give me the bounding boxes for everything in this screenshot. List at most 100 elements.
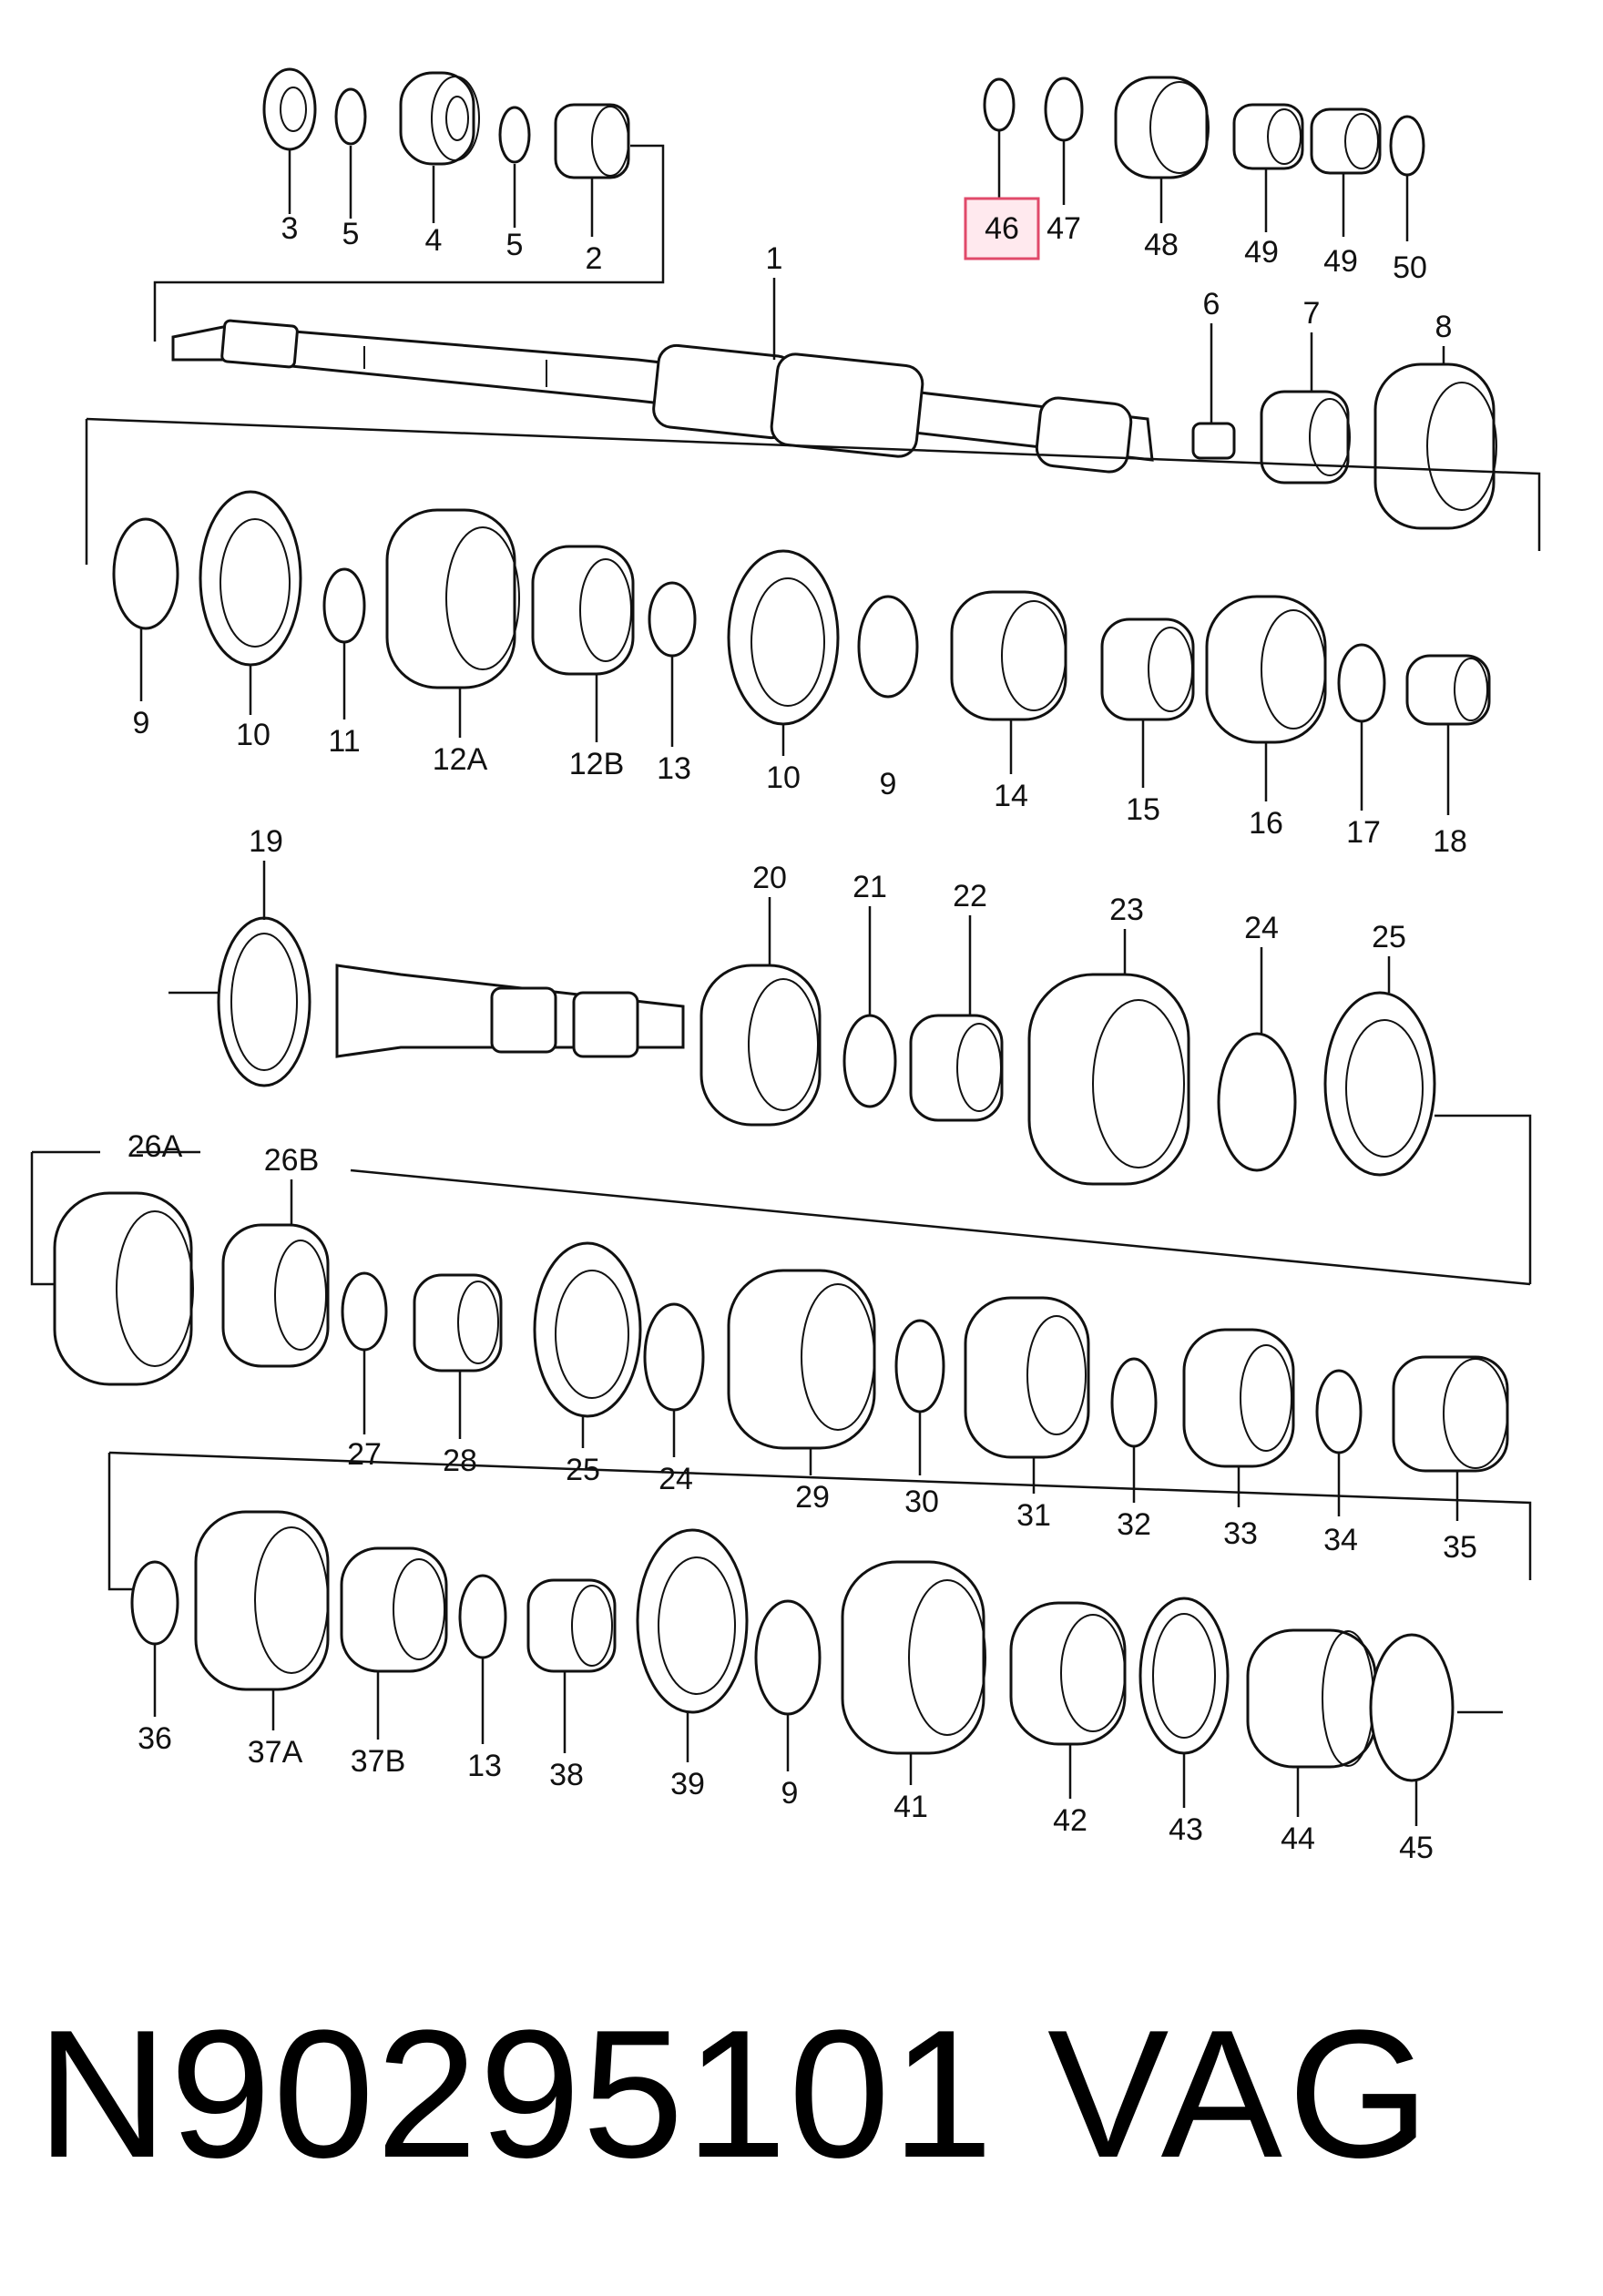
callout-20: 20	[752, 861, 787, 895]
part-12b-hub	[531, 545, 635, 676]
part-47-washer	[1044, 77, 1084, 142]
part-37a-sleeve	[194, 1510, 330, 1691]
part-17-circlip	[1337, 643, 1386, 723]
callout-47: 47	[1047, 211, 1081, 246]
callout-14: 14	[994, 779, 1028, 813]
callout-42: 42	[1053, 1803, 1087, 1838]
callout-10a: 10	[236, 718, 271, 752]
callout-34: 34	[1323, 1523, 1358, 1557]
callout-18: 18	[1433, 824, 1467, 859]
part-30-circlip	[894, 1319, 945, 1413]
callout-48: 48	[1144, 228, 1179, 262]
part-24b-circlip	[643, 1302, 705, 1412]
callout-45: 45	[1399, 1831, 1434, 1865]
part-49b-needle-bearing	[1310, 107, 1382, 175]
part-35-hub	[1392, 1355, 1509, 1473]
callout-24b: 24	[659, 1462, 693, 1496]
part-42-bearing	[1009, 1601, 1127, 1746]
part-37b-hub	[340, 1546, 448, 1673]
part-2-bush	[554, 103, 630, 179]
part-38-needle-bearing	[526, 1578, 617, 1673]
callout-32: 32	[1117, 1507, 1151, 1542]
callout-2: 2	[586, 241, 603, 276]
part-26a-sleeve	[53, 1191, 194, 1386]
part-number: N90295101	[36, 1993, 995, 2196]
callout-labels: 3 5 4 5 2 46 47 48 49 49 50 1 6 7 8 9 10…	[128, 211, 1477, 1865]
part-13a-circlip	[648, 581, 697, 658]
callout-16: 16	[1249, 806, 1283, 841]
part-14-gear	[950, 590, 1067, 721]
part-41-gear	[841, 1560, 986, 1755]
highlight-box-46	[964, 197, 1040, 260]
part-46-circlip	[983, 77, 1016, 132]
callout-13a: 13	[657, 751, 691, 786]
part-9a-circlip	[112, 517, 179, 630]
part-pinion-shaft	[335, 964, 685, 1058]
brand-name: VAG	[1047, 1993, 1435, 2196]
callout-21: 21	[853, 870, 887, 904]
callout-9a: 9	[133, 706, 150, 740]
part-16-bearing	[1205, 595, 1327, 744]
callout-8: 8	[1435, 310, 1453, 344]
part-25a-synchro-ring	[1323, 991, 1436, 1177]
callout-25b: 25	[566, 1453, 600, 1487]
footer: N90295101 VAG	[36, 1981, 1567, 2209]
part-10b-synchro-ring	[727, 549, 840, 726]
callout-26a: 26A	[128, 1129, 183, 1164]
callout-6: 6	[1203, 287, 1220, 321]
callout-38: 38	[549, 1758, 584, 1792]
callout-3: 3	[281, 211, 299, 246]
callout-36: 36	[138, 1721, 172, 1756]
part-4-bearing	[399, 71, 480, 166]
part-13b-circlip	[458, 1574, 507, 1659]
callout-4: 4	[425, 223, 443, 258]
callout-49a: 49	[1244, 235, 1279, 270]
part-21-circlip	[842, 1014, 897, 1108]
part-25b-synchro-ring	[533, 1241, 642, 1418]
part-39-synchro-ring	[636, 1528, 749, 1714]
callout-7: 7	[1303, 296, 1321, 331]
part-36-circlip	[130, 1560, 179, 1646]
callout-24a: 24	[1244, 911, 1279, 945]
callout-19: 19	[249, 824, 283, 859]
part-8-gear	[1373, 362, 1497, 530]
part-12a-sleeve	[385, 508, 520, 689]
part-10a-synchro-ring	[199, 490, 302, 667]
part-3-bearing	[262, 67, 317, 151]
part-34-circlip	[1315, 1369, 1363, 1454]
callout-49b: 49	[1323, 244, 1358, 279]
part-22-needle-bearing	[909, 1014, 1004, 1122]
callout-30: 30	[904, 1485, 939, 1519]
callout-46: 46	[985, 211, 1019, 246]
part-33-gear	[1182, 1328, 1295, 1468]
callout-9c: 9	[781, 1776, 799, 1811]
callout-39: 39	[670, 1767, 705, 1801]
callout-12a: 12A	[433, 742, 488, 777]
callout-33: 33	[1223, 1516, 1258, 1551]
callout-23: 23	[1109, 893, 1144, 927]
part-23-gear	[1027, 973, 1190, 1186]
callout-27: 27	[347, 1437, 382, 1472]
part-7-needle-bearing	[1260, 390, 1351, 485]
callout-37b: 37B	[351, 1744, 406, 1779]
part-49a-needle-bearing	[1232, 103, 1304, 170]
callout-9b: 9	[880, 767, 897, 801]
part-26b-hub	[221, 1223, 330, 1368]
callout-22: 22	[953, 879, 987, 913]
part-48-gear	[1114, 76, 1210, 179]
callout-5: 5	[342, 217, 360, 251]
callout-15: 15	[1126, 792, 1160, 827]
part-44-cover	[1246, 1628, 1377, 1769]
part-45-cap	[1369, 1633, 1455, 1782]
callout-1: 1	[766, 241, 783, 276]
callout-43: 43	[1169, 1812, 1203, 1847]
callout-29: 29	[795, 1480, 830, 1515]
callout-13b: 13	[467, 1749, 502, 1783]
callout-44: 44	[1281, 1821, 1315, 1856]
callout-31: 31	[1016, 1498, 1051, 1533]
callout-26b: 26B	[264, 1143, 320, 1178]
part-5b-circlip	[498, 106, 531, 164]
part-15-needle-bearing	[1100, 617, 1195, 721]
callout-28: 28	[443, 1444, 477, 1478]
